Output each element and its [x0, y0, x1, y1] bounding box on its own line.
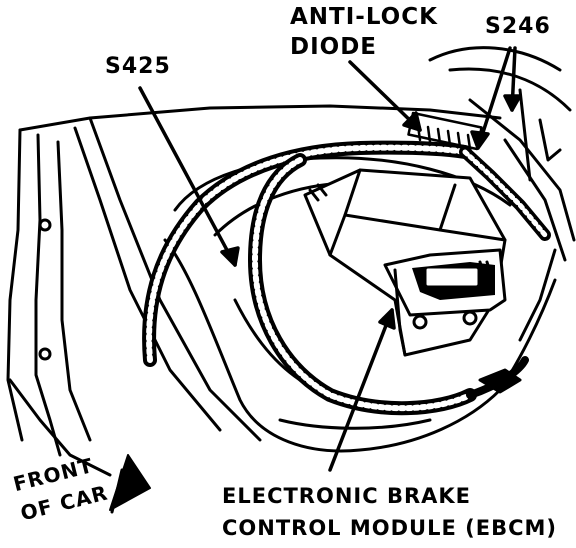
anti-lock-line-2: DIODE: [290, 34, 378, 60]
s425-label: S425: [105, 54, 171, 79]
anti-lock-diode-label: ANTI-LOCK DIODE: [290, 2, 438, 62]
leader-arrows: [138, 46, 522, 472]
small-fastener: [478, 368, 522, 394]
rear-body-right: [428, 46, 576, 342]
front-direction-arrow: [109, 454, 151, 514]
anti-lock-line-1: ANTI-LOCK: [290, 4, 438, 30]
ebcm-label: ELECTRONIC BRAKE CONTROL MODULE (EBCM): [222, 480, 557, 544]
ebcm-line-1: ELECTRONIC BRAKE: [222, 484, 471, 508]
ebcm-line-2: CONTROL MODULE (EBCM): [222, 516, 558, 540]
wiring-harness: [142, 140, 551, 416]
s246-label: S246: [485, 14, 551, 39]
ebcm-module: [303, 168, 507, 357]
trunk-side-panel: [6, 104, 502, 477]
